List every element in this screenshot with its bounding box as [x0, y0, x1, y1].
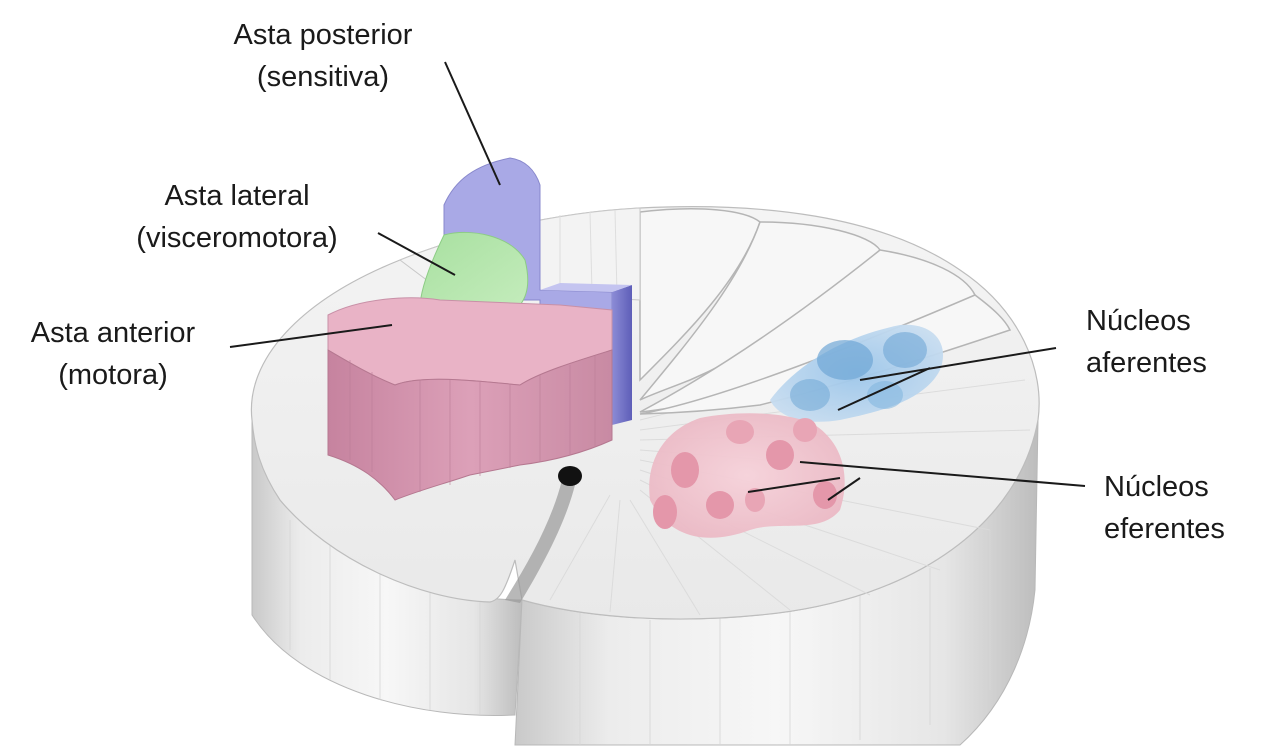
- leader-aferentes-1: [859, 347, 1057, 381]
- anterior-median-fissure: [505, 480, 575, 603]
- label-asta-lateral-line1: Asta lateral: [164, 180, 310, 212]
- label-nucleos-eferentes-line2: eferentes: [1104, 513, 1225, 545]
- leader-eferentes-2: [827, 477, 861, 501]
- label-nucleos-aferentes-line1: Núcleos: [1086, 305, 1191, 337]
- label-asta-anterior-line1: Asta anterior: [30, 317, 196, 349]
- lateral-horn: [419, 232, 529, 309]
- leader-eferentes-3: [747, 477, 841, 493]
- leader-eferentes-1: [799, 461, 1086, 487]
- posterior-funiculi: [639, 208, 1012, 415]
- label-nucleos-aferentes: Núcleos aferentes: [1086, 300, 1207, 384]
- leader-lines: [229, 61, 1086, 501]
- label-asta-posterior-line1: Asta posterior: [233, 19, 413, 51]
- leader-asta-lateral: [377, 232, 456, 276]
- anterior-horn: [327, 297, 613, 501]
- leader-aferentes-2: [837, 367, 931, 411]
- leader-asta-posterior: [444, 61, 501, 186]
- label-asta-lateral-line2: (visceromotora): [136, 222, 338, 254]
- leader-asta-anterior: [229, 324, 393, 348]
- label-asta-posterior: Asta posterior (sensitiva): [205, 14, 441, 98]
- label-nucleos-eferentes-line1: Núcleos: [1104, 471, 1209, 503]
- cord-side-wall: [251, 419, 1039, 746]
- afferent-nuclei: [770, 324, 944, 422]
- central-canal: [558, 466, 582, 486]
- label-asta-lateral: Asta lateral (visceromotora): [112, 175, 362, 259]
- label-asta-anterior: Asta anterior (motora): [6, 312, 220, 396]
- label-asta-anterior-line2: (motora): [58, 359, 168, 391]
- efferent-nuclei: [649, 413, 845, 538]
- label-nucleos-aferentes-line2: aferentes: [1086, 347, 1207, 379]
- label-nucleos-eferentes: Núcleos eferentes: [1104, 466, 1225, 550]
- label-asta-posterior-line2: (sensitiva): [256, 61, 390, 93]
